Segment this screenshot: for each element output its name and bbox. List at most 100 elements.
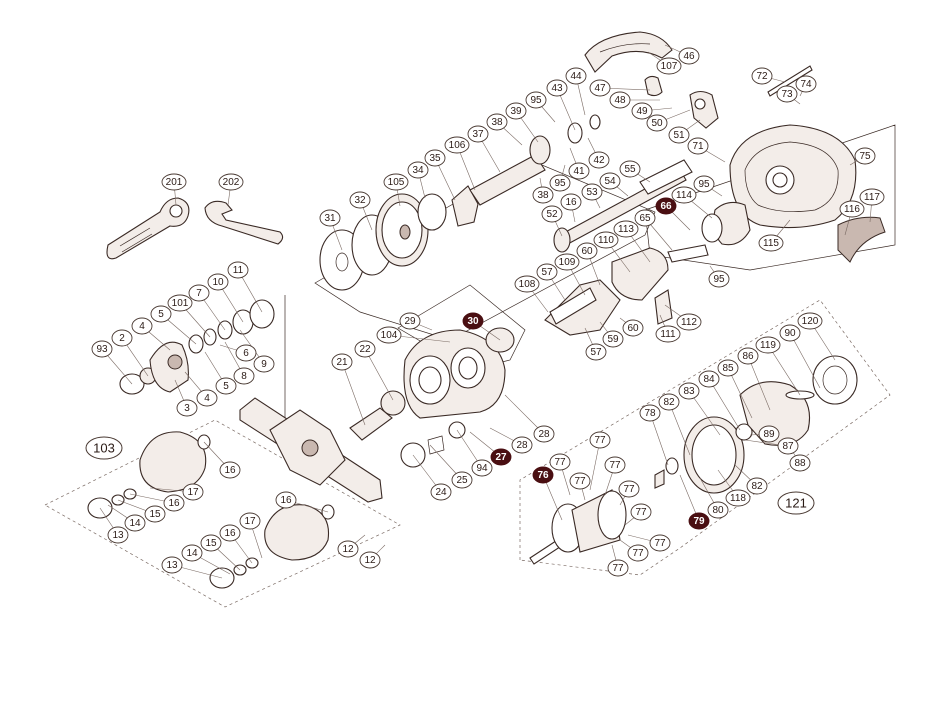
- part-label-text: 6: [243, 348, 249, 359]
- part-label-oval: [319, 209, 341, 227]
- side-plate-frame: [644, 75, 886, 263]
- side-cover-assembly: [654, 355, 858, 494]
- part-label-51: 51: [668, 126, 690, 144]
- part-label-text: 14: [129, 518, 141, 529]
- part-label-oval: [376, 326, 402, 344]
- part-label-57: 57: [585, 343, 607, 361]
- part-label-oval: [593, 231, 619, 249]
- part-label-52: 52: [541, 205, 563, 223]
- part-label-oval: [514, 275, 540, 293]
- part-label-38: 38: [532, 186, 554, 204]
- part-label-57: 57: [536, 263, 558, 281]
- part-label-oval: [602, 330, 624, 348]
- part-label-oval: [532, 186, 554, 204]
- part-label-text: 95: [530, 95, 542, 106]
- part-label-17: 17: [239, 512, 261, 530]
- part-label-101: 101: [167, 294, 193, 312]
- part-label-oval: [107, 526, 129, 544]
- part-label-72: 72: [751, 67, 773, 85]
- part-label-oval: [607, 559, 629, 577]
- part-label-oval: [568, 162, 590, 180]
- part-label-25: 25: [451, 471, 473, 489]
- part-label-text: 28: [538, 429, 550, 440]
- part-label-text: 117: [864, 192, 880, 203]
- part-label-oval: [188, 284, 210, 302]
- part-label-oval: [111, 329, 133, 347]
- part-label-oval: [560, 193, 582, 211]
- part-label-oval: [196, 389, 218, 407]
- part-label-95: 95: [525, 91, 547, 109]
- part-label-82: 82: [746, 477, 768, 495]
- part-label-oval: [649, 534, 671, 552]
- part-label-oval: [337, 540, 359, 558]
- part-label-117: 117: [859, 188, 885, 206]
- part-label-oval: [589, 431, 611, 449]
- group-label-121: 121: [777, 491, 815, 515]
- part-label-text: 77: [609, 460, 621, 471]
- part-label-text: 95: [713, 274, 725, 285]
- part-label-text: 79: [693, 516, 705, 527]
- part-label-text: 74: [800, 79, 812, 90]
- part-label-oval: [588, 151, 610, 169]
- part-label-oval: [693, 175, 715, 193]
- part-label-text: 41: [573, 166, 585, 177]
- part-label-text: 16: [565, 197, 577, 208]
- part-label-28: 28: [533, 425, 555, 443]
- part-label-2: 2: [111, 329, 133, 347]
- part-label-text: 77: [632, 548, 644, 559]
- part-label-8: 8: [233, 367, 255, 385]
- part-label-7: 7: [188, 284, 210, 302]
- part-label-oval: [536, 263, 558, 281]
- part-label-text: 94: [476, 463, 488, 474]
- part-label-12: 12: [359, 551, 381, 569]
- part-label-text: 77: [623, 484, 635, 495]
- part-label-oval: [533, 425, 555, 443]
- part-label-106: 106: [444, 136, 470, 154]
- part-label-oval: [859, 188, 885, 206]
- part-label-oval: [639, 404, 661, 422]
- part-label-39: 39: [505, 102, 527, 120]
- group-label-103: 103: [85, 436, 123, 460]
- part-label-text: 95: [698, 179, 710, 190]
- part-label-oval: [505, 102, 527, 120]
- part-label-12: 12: [337, 540, 359, 558]
- part-label-oval: [486, 113, 508, 131]
- part-label-text: 85: [722, 363, 734, 374]
- part-label-60: 60: [622, 319, 644, 337]
- part-label-text: 60: [627, 323, 639, 334]
- part-label-text: 107: [661, 61, 678, 72]
- part-label-oval: [200, 534, 222, 552]
- part-label-text: 202: [223, 177, 240, 188]
- part-label-text: 37: [472, 129, 484, 140]
- part-label-oval: [758, 425, 780, 443]
- pinion-gear-shaft: [469, 114, 601, 206]
- part-label-text: 44: [570, 71, 582, 82]
- part-label-77: 77: [569, 472, 591, 490]
- part-label-text: 21: [336, 357, 348, 368]
- part-label-text: 16: [280, 495, 292, 506]
- part-label-text: 115: [763, 238, 779, 249]
- top-frame-cover: [584, 31, 673, 73]
- part-label-text: 35: [429, 153, 441, 164]
- part-label-text: 54: [604, 176, 616, 187]
- part-label-oval: [646, 114, 668, 132]
- part-label-90: 90: [779, 324, 801, 342]
- part-label-text: 12: [364, 555, 376, 566]
- part-label-text: 106: [449, 140, 466, 151]
- part-label-oval: [218, 173, 244, 191]
- part-label-oval: [532, 466, 554, 484]
- part-label-text: 84: [703, 374, 715, 385]
- part-label-text: 51: [673, 130, 685, 141]
- part-label-109: 109: [554, 253, 580, 271]
- part-label-oval: [631, 102, 653, 120]
- wrench-tool: [106, 197, 190, 260]
- part-label-text: 95: [554, 178, 566, 189]
- part-label-oval: [746, 477, 768, 495]
- part-label-77: 77: [549, 453, 571, 471]
- part-label-oval: [678, 47, 700, 65]
- part-label-oval: [613, 220, 639, 238]
- part-label-text: 80: [712, 505, 724, 516]
- part-label-oval: [655, 325, 681, 343]
- part-label-oval: [451, 471, 473, 489]
- part-label-oval: [131, 317, 153, 335]
